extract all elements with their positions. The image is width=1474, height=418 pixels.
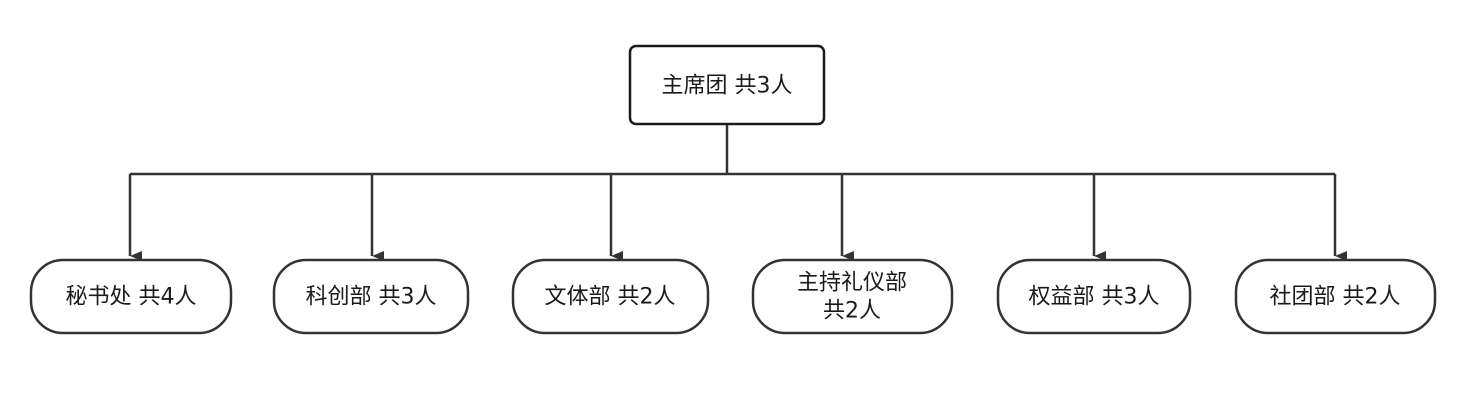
root-node: 主席团 共3人	[628, 44, 826, 126]
child-node-label: 权益部 共3人	[1029, 285, 1160, 310]
child-node-hosting-etiquette: 主持礼仪部 共2人	[751, 258, 954, 335]
child-node-label-line-2: 共2人	[823, 299, 881, 324]
child-node-label-line-1: 主持礼仪部	[797, 271, 907, 296]
child-node-clubs: 社团部 共2人	[1234, 258, 1437, 335]
child-node-label: 科创部 共3人	[306, 285, 437, 310]
child-node-box	[751, 258, 954, 335]
child-node-box	[29, 258, 233, 335]
child-node-label: 文体部 共2人	[545, 285, 676, 310]
child-node-label: 社团部 共2人	[1270, 285, 1401, 310]
child-node-label: 秘书处 共4人	[66, 285, 197, 310]
root-node-label: 主席团 共3人	[662, 74, 793, 99]
child-node-tech-innovation: 科创部 共3人	[272, 258, 470, 335]
child-node-culture-sports: 文体部 共2人	[511, 258, 710, 335]
child-node-box	[511, 258, 710, 335]
child-node-box	[996, 258, 1192, 335]
child-node-box	[1234, 258, 1437, 335]
root-node-box	[628, 44, 826, 126]
child-node-rights: 权益部 共3人	[996, 258, 1192, 335]
connectors	[128, 124, 1347, 261]
child-node-box	[272, 258, 470, 335]
child-node-secretariat: 秘书处 共4人	[29, 258, 233, 335]
